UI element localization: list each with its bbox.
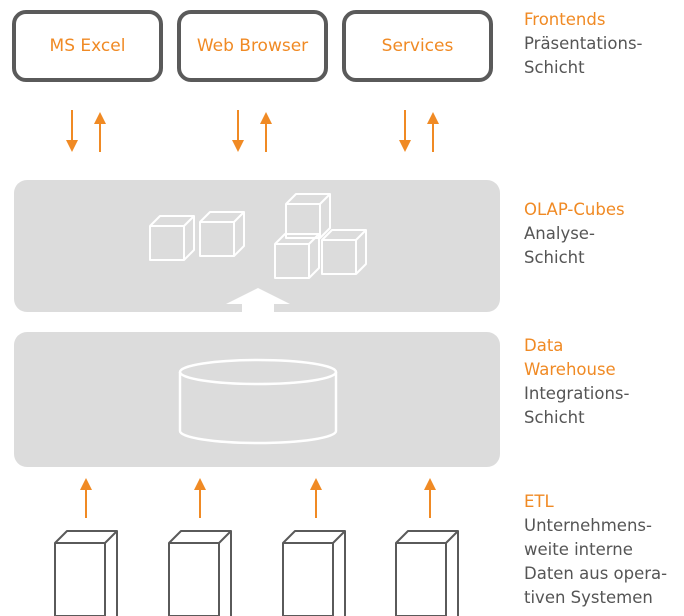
legend-line: Daten aus opera- [524, 564, 668, 583]
legend-title: Data [524, 336, 564, 355]
frontend-label: Web Browser [196, 36, 309, 56]
server-box-icon [168, 530, 232, 616]
frontend-label: Services [381, 36, 454, 56]
frontend-arrows [66, 110, 439, 152]
legend-line: Analyse- [524, 224, 595, 243]
server-box-icon [282, 530, 346, 616]
legend-dwh: Data Warehouse Integrations- Schicht [524, 334, 629, 430]
etl-arrows [80, 478, 436, 518]
frontend-services: Services [342, 10, 493, 82]
legend-title: Warehouse [524, 360, 616, 379]
frontend-web-browser: Web Browser [177, 10, 328, 82]
frontend-label: MS Excel [49, 36, 126, 56]
legend-line: Integrations- [524, 384, 630, 403]
arrow-pair-web-browser [232, 110, 272, 152]
arrow-pair-ms-excel [66, 110, 106, 152]
legend-frontends: Frontends Präsentations- Schicht [524, 8, 643, 80]
legend-line: Schicht [524, 408, 585, 427]
frontend-ms-excel: MS Excel [12, 10, 163, 82]
server-box-icon [54, 530, 118, 616]
cube-group-icon [149, 193, 367, 279]
source-servers [54, 530, 459, 616]
cube-icon [285, 193, 331, 239]
cube-icon [274, 233, 320, 279]
cube-icon [321, 229, 367, 275]
legend-title: Frontends [524, 10, 606, 29]
cube-icon [199, 211, 245, 257]
legend-line: tiven Systemen [524, 588, 653, 607]
legend-title: ETL [524, 492, 554, 511]
white-up-arrow [226, 288, 290, 316]
legend-olap: OLAP-Cubes Analyse- Schicht [524, 198, 625, 270]
legend-etl: ETL Unternehmens- weite interne Daten au… [524, 490, 667, 610]
arrow-pair-services [399, 110, 439, 152]
legend-title: OLAP-Cubes [524, 200, 625, 219]
legend-line: Schicht [524, 58, 585, 77]
cube-icon [149, 215, 195, 261]
dwh-layer-band [14, 332, 500, 467]
legend-line: Schicht [524, 248, 585, 267]
legend-line: Unternehmens- [524, 516, 652, 535]
legend-line: weite interne [524, 540, 633, 559]
legend-line: Präsentations- [524, 34, 643, 53]
database-cylinder-icon [178, 358, 338, 445]
server-box-icon [395, 530, 459, 616]
